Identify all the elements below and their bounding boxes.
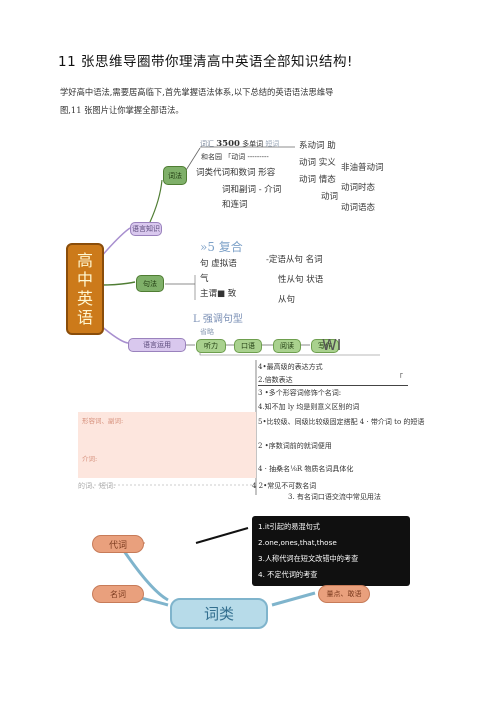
node-pronoun: 代词	[92, 535, 144, 553]
node-writing: 写作	[311, 339, 339, 353]
node-reading: 阅读	[273, 339, 301, 353]
pink-box-prepositions: 介词:	[78, 448, 256, 478]
intro-line-2: 图,11 张图片让你掌握全部语法。	[60, 105, 184, 115]
verb-list-2: 非油普动词 动词时态 动词语态	[341, 163, 384, 213]
root-char-3: 英	[76, 289, 93, 308]
lexical-line-2: 和名园 「动词 ---------	[201, 153, 269, 161]
pink-box-adjectives: 形容词、副词:	[78, 412, 256, 448]
node-speaking: 口语	[234, 339, 262, 353]
root-char-4: 语	[76, 308, 93, 327]
syntax-list-left: »5 复合 句 虚拟语 气 主谓■ 致	[200, 240, 243, 299]
node-noun: 名词	[92, 585, 144, 603]
item-3: 3 •多个形容词修饰个名词:	[258, 389, 342, 397]
lexical-line-3: 词类代词和数词 形容	[196, 168, 276, 178]
verb-list-1: 系动词 助 动词 实义 动词 情态 动词	[299, 141, 339, 202]
lexical-line-5: 和连词	[222, 200, 248, 210]
lexical-line-4: 词和副词 - 介词	[222, 185, 282, 195]
root-char-2: 中	[76, 270, 93, 289]
bracket: 「	[396, 373, 403, 381]
item-9: 3. 有名词口语交流中常见用法	[288, 493, 381, 501]
gray-label-nouns: 的词、短词:	[78, 482, 116, 490]
node-numeral: 量点、敢语	[318, 585, 370, 603]
syntax-list-right: -定语从句 名词 性从句 状语 从句	[266, 255, 324, 305]
page-title: 11 张思维导圈带你理清高中英语全部知识结构!	[58, 54, 353, 70]
syntax-emphasis: L 强调句型	[193, 314, 243, 325]
wi-label: WI	[322, 336, 342, 354]
node-language-knowledge: 语言知识	[130, 222, 162, 236]
root-node-high-school-english: 高 中 英 语	[66, 243, 104, 335]
node-language-use: 语言运用	[128, 338, 186, 352]
item-1: 4•最高级的表达方式	[258, 363, 323, 371]
item-4: 4.知不加 ly 均是则意义区别的词	[258, 403, 360, 411]
syntax-ellipsis: 省略	[200, 328, 214, 336]
center-node-word-class: 词类	[170, 598, 268, 629]
lexical-line-1: 词汇 3500 多单词 短词	[200, 139, 280, 149]
item-6: 2 •序数词前的就词便用	[258, 442, 332, 450]
node-syntax: 句法	[136, 275, 164, 292]
item-8: 4 2•常见不可数名词	[252, 482, 317, 490]
item-2: 2.倍数表达	[258, 375, 408, 386]
item-7: 4 · 抽桑名⅛R 物质名词具体化	[258, 465, 354, 473]
item-5: 5•比较级、同级比较级固定搭配 4 · 带介词 to 的短语	[258, 418, 425, 426]
pronoun-legend-box: 1.it引起的易混句式 2.one,ones,that,those 3.人称代词…	[252, 516, 410, 586]
root-char-1: 高	[76, 251, 93, 270]
node-listening: 听力	[196, 339, 226, 353]
intro-line-1: 学好高中语法,需要居高临下,首先掌握语法体系,以下总结的英语语法思维导	[60, 87, 334, 97]
node-lexical: 词法	[163, 166, 187, 185]
